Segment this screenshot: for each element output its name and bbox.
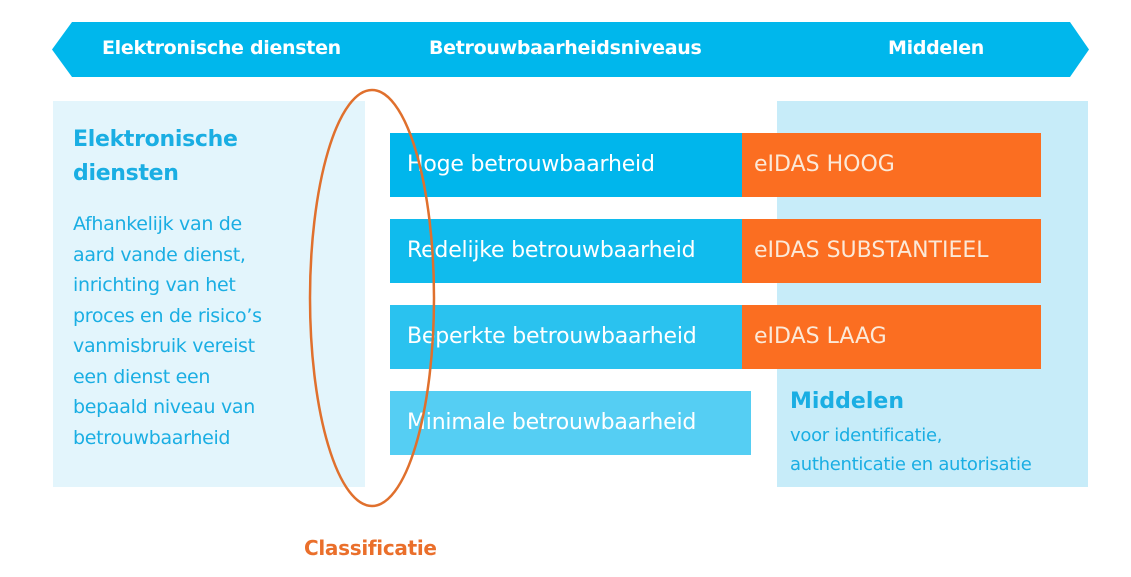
level-label-high: Hoge betrouwbaarheid: [390, 133, 742, 197]
description-line: betrouwbaarheid: [73, 426, 231, 449]
electronic-services-title: Elektronische diensten: [73, 123, 353, 191]
description-line: bepaald niveau van: [73, 396, 255, 418]
banner-label-services: Elektronische diensten: [102, 37, 341, 59]
means-title: Middelen: [790, 389, 904, 414]
banner-label-levels: Betrouwbaarheidsniveaus: [429, 37, 702, 59]
description-line: authenticatie en autorisatie: [790, 454, 1032, 475]
title-line: Elektronische: [73, 127, 238, 152]
banner-label-means: Middelen: [888, 37, 985, 59]
description-line: Afhankelijk van de: [73, 213, 242, 235]
description-line: inrichting van het: [73, 274, 236, 296]
classification-label: Classificatie: [304, 536, 437, 560]
double-arrow-shape: [52, 22, 1089, 77]
eidas-badge-high: eIDAS HOOG: [742, 133, 1041, 197]
means-description: voor identificatie, authenticatie en aut…: [790, 421, 1090, 479]
description-line: een dienst een: [73, 365, 211, 388]
level-label-low: Beperkte betrouwbaarheid: [390, 305, 742, 369]
title-line: diensten: [73, 161, 179, 186]
level-label-substantial: Redelijke betrouwbaarheid: [390, 219, 742, 283]
process-arrow-banner: Elektronische diensten Betrouwbaarheidsn…: [52, 22, 1089, 77]
description-line: proces en de risico’s: [73, 304, 262, 327]
description-line: vanmisbruik vereist: [73, 335, 255, 357]
description-line: voor identificatie,: [790, 425, 943, 446]
description-line: aard vande dienst,: [73, 243, 246, 266]
level-label-minimal: Minimale betrouwbaarheid: [390, 391, 751, 455]
eidas-badge-substantial: eIDAS SUBSTANTIEEL: [742, 219, 1041, 283]
electronic-services-description: Afhankelijk van de aard vande dienst, in…: [73, 209, 363, 453]
eidas-badge-low: eIDAS LAAG: [742, 305, 1041, 369]
electronic-services-panel: Elektronische diensten Afhankelijk van d…: [53, 101, 365, 487]
